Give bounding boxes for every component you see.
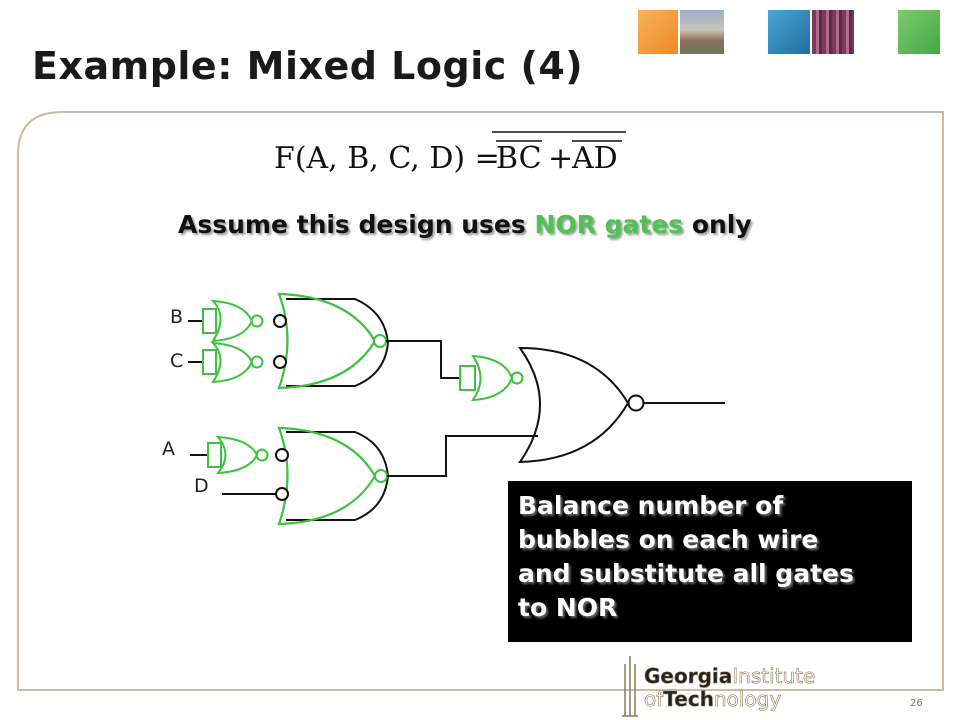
thumb-campus-photo — [680, 10, 724, 54]
lower-gate — [275, 426, 390, 526]
middle-inverter — [459, 354, 524, 402]
assume-statement: Assume this design uses NOR gates only — [178, 210, 752, 239]
thumb-blue — [768, 10, 810, 54]
svg-text:ofTechnology: ofTechnology — [644, 687, 781, 711]
input-label-c: C — [170, 350, 184, 372]
thumb-chip-photo — [812, 10, 854, 54]
thumb-orange — [638, 10, 678, 54]
input-gate-b — [202, 299, 264, 343]
slide-title: Example: Mixed Logic (4) — [32, 44, 584, 88]
input-label-b: B — [170, 306, 184, 328]
assume-highlight: NOR gates — [534, 210, 684, 239]
equation-plus: + — [548, 141, 573, 176]
note-line: to NOR — [518, 593, 618, 622]
input-label-d: D — [194, 475, 209, 497]
logo-nology: nology — [714, 687, 781, 711]
logo-georgia: Georgia — [644, 664, 732, 688]
tech-tower-icon — [622, 656, 638, 717]
assume-suffix: only — [683, 210, 752, 239]
note-line: and substitute all gates — [518, 559, 854, 588]
note-box: Balance number of bubbles on each wire a… — [508, 481, 912, 642]
note-line: bubbles on each wire — [518, 525, 819, 554]
logo-institute: Institute — [732, 664, 815, 688]
page-number: 26 — [910, 698, 923, 709]
logo-of: of — [644, 687, 664, 711]
input-wires — [188, 320, 276, 495]
georgia-tech-logo: GeorgiaInstitute ofTechnology — [622, 656, 816, 717]
note-line: Balance number of — [518, 491, 784, 520]
input-gate-a — [207, 435, 269, 475]
equation-term2: AD — [571, 141, 618, 176]
upper-gate — [273, 292, 390, 390]
svg-text:GeorgiaInstitute: GeorgiaInstitute — [644, 664, 815, 688]
output-nor-gate — [518, 346, 725, 464]
input-gate-c — [202, 341, 264, 384]
input-label-a: A — [162, 438, 175, 460]
equation-lhs: F(A, B, C, D) = — [274, 141, 500, 176]
thumb-green — [898, 10, 940, 54]
boolean-equation: F(A, B, C, D) = BC + AD — [274, 131, 626, 176]
logo-tech: Tech — [663, 687, 714, 711]
equation-term1: BC — [496, 141, 542, 176]
assume-prefix: Assume this design uses — [178, 210, 535, 239]
internal-wires — [386, 340, 538, 477]
